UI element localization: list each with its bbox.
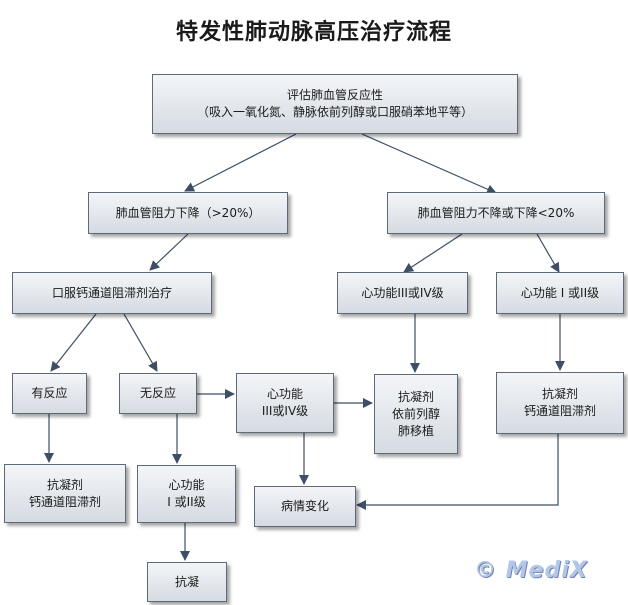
arrow-assess-to-decrease [184, 133, 297, 192]
prostacyclin-line3: 肺移植 [397, 423, 434, 438]
medix-watermark: © MediX [474, 558, 588, 583]
anticoag-ccb-left-line2: 钙通道阻滞剂 [28, 494, 101, 509]
anticoag-ccb-right-box: 抗凝剂 钙通道阻滞剂 [496, 372, 624, 434]
anticoag-ccb-right-line2: 钙通道阻滞剂 [523, 404, 596, 418]
arrow-no-decrease-to-func34 [403, 233, 463, 273]
arrow-ccb-to-unresponsive [123, 313, 158, 372]
assess-vasoreactivity-box: 评估肺血管反应性 （吸入一氧化氮、静脉依前列醇或口服硝苯地平等） [152, 74, 518, 134]
responsive-label: 有反应 [31, 386, 68, 400]
anticoag-box: 抗凝 [147, 562, 227, 602]
resistance-no-decrease-box: 肺血管阻力不降或下降<20% [387, 192, 605, 234]
func-class-34-mid-line1: 心功能 [266, 387, 303, 401]
arrow-no-decrease-to-func12 [536, 233, 560, 273]
anticoag-label: 抗凝 [174, 574, 199, 589]
func-class-12-right-box: 心功能 I 或II级 [496, 272, 624, 314]
responsive-box: 有反应 [12, 373, 87, 414]
assess-line2: （吸入一氧化氮、静脉依前列醇或口服硝苯地平等） [196, 105, 473, 119]
unresponsive-box: 无反应 [119, 373, 197, 414]
prostacyclin-line2: 依前列醇 [391, 406, 440, 421]
page-title: 特发性肺动脉高压治疗流程 [175, 20, 452, 45]
func-class-12-mid-line2: I 或II级 [167, 495, 206, 509]
prostacyclin-line1: 抗凝剂 [397, 389, 434, 404]
anticoag-ccb-left-box: 抗凝剂 钙通道阻滞剂 [4, 464, 126, 523]
anticoag-ccb-left-line1: 抗凝剂 [46, 477, 83, 492]
arrow-anticoag-ccb-to-disease-change [356, 434, 559, 510]
unresponsive-label: 无反应 [139, 386, 176, 400]
prostacyclin-transplant-box: 抗凝剂 依前列醇 肺移植 [374, 374, 458, 454]
assess-line1: 评估肺血管反应性 [286, 88, 383, 102]
arrow-assess-to-no-decrease [361, 133, 497, 194]
resistance-decrease-label: 肺血管阻力下降（>20%） [115, 205, 261, 220]
oral-ccb-label: 口服钙通道阻滞剂治疗 [51, 285, 172, 300]
oral-ccb-box: 口服钙通道阻滞剂治疗 [12, 272, 212, 314]
arrow-decrease-to-ccb [149, 233, 189, 271]
func-class-34-mid-box: 心功能 III或IV级 [236, 373, 334, 433]
func-class-12-mid-box: 心功能 I 或II级 [137, 465, 236, 523]
func-class-34-right-box: 心功能III或IV级 [337, 272, 468, 314]
func-class-12-right-label: 心功能 I 或II级 [520, 285, 600, 300]
disease-change-box: 病情变化 [254, 486, 356, 527]
anticoag-ccb-right-line1: 抗凝剂 [541, 387, 578, 401]
func-class-34-right-label: 心功能III或IV级 [361, 285, 444, 300]
resistance-decrease-box: 肺血管阻力下降（>20%） [88, 192, 288, 234]
func-class-12-mid-line1: 心功能 [168, 478, 205, 492]
resistance-no-decrease-label: 肺血管阻力不降或下降<20% [417, 205, 575, 220]
arrow-ccb-to-responsive [50, 313, 97, 372]
func-class-34-mid-line2: III或IV级 [261, 404, 309, 418]
disease-change-label: 病情变化 [280, 499, 329, 513]
